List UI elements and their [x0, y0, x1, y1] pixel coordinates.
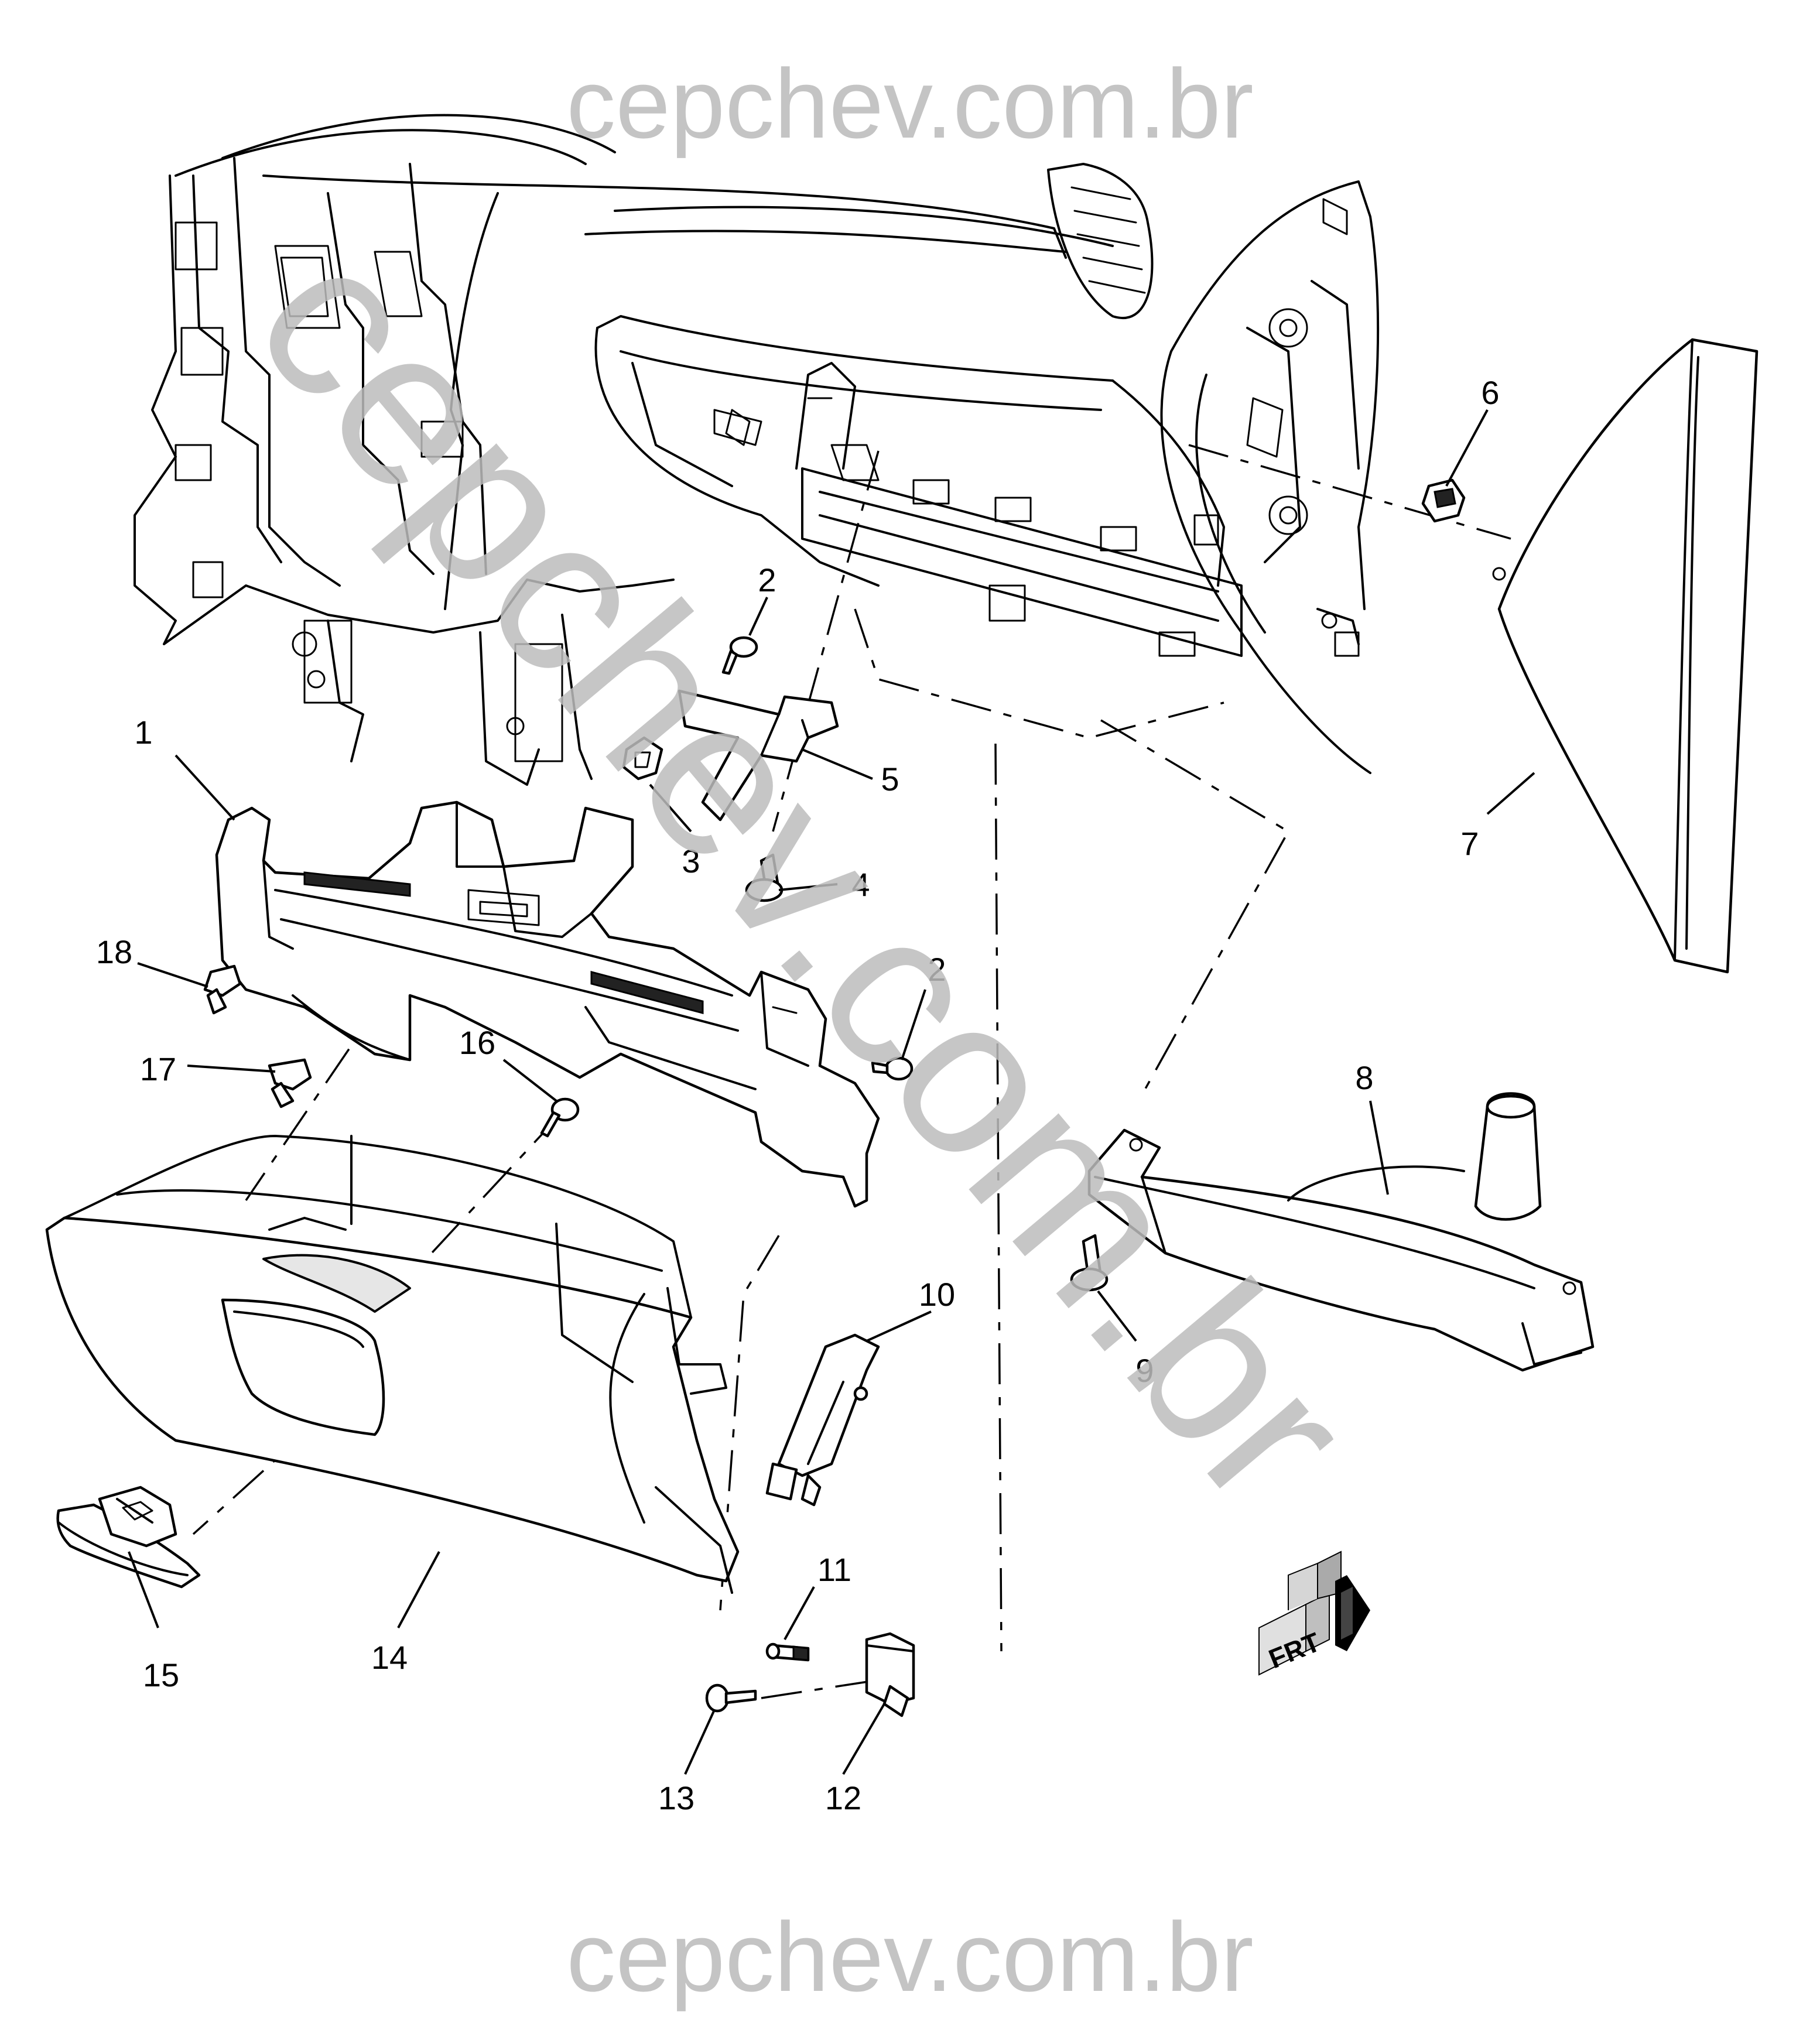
callout-10: 10 — [919, 1276, 955, 1313]
part-5-bracket — [678, 689, 839, 822]
watermark-bottom: cepchev.com.br — [566, 1902, 1253, 2012]
part-8-glove-box-damper — [1087, 1092, 1595, 1372]
callout-leader-lines — [128, 409, 1535, 1775]
orientation-badge: FRT — [1258, 1551, 1370, 1676]
callout-2-upper: 2 — [758, 562, 776, 598]
callout-17: 17 — [140, 1050, 176, 1087]
callout-2-lower: 2 — [928, 951, 946, 988]
part-12-hinge-bracket — [865, 1632, 915, 1717]
callout-4: 4 — [851, 866, 870, 903]
callout-8: 8 — [1355, 1059, 1373, 1096]
callout-14: 14 — [371, 1639, 408, 1676]
part-16-screw — [540, 1097, 580, 1138]
callout-13: 13 — [658, 1779, 695, 1816]
callout-12: 12 — [825, 1779, 861, 1816]
callout-18: 18 — [96, 933, 132, 970]
part-15-latch-handle — [56, 1486, 201, 1589]
part-7-end-trim-cover — [1492, 338, 1759, 974]
part-18-retainer — [203, 964, 242, 1015]
callout-11: 11 — [817, 1551, 851, 1588]
callout-16: 16 — [459, 1024, 495, 1061]
watermark-top: cepchev.com.br — [566, 49, 1253, 159]
front-direction-arrow-icon — [1258, 1551, 1370, 1676]
part-9-bolt — [1070, 1234, 1109, 1292]
callout-9: 9 — [1135, 1352, 1154, 1389]
callout-5: 5 — [881, 761, 899, 798]
part-10-damper-strut — [765, 1333, 880, 1507]
callout-15: 15 — [143, 1657, 179, 1693]
part-1-upper-frame — [215, 800, 880, 1208]
part-6-clip — [1421, 478, 1466, 523]
part-13-screw — [705, 1683, 757, 1713]
callout-1: 1 — [134, 714, 152, 751]
part-3-push-nut — [622, 736, 663, 781]
callout-7: 7 — [1460, 825, 1479, 862]
part-17-clip — [268, 1058, 312, 1108]
callout-numbers: 1 2 3 4 5 6 7 8 9 10 11 12 13 14 15 16 1… — [96, 374, 1500, 1816]
callout-6: 6 — [1481, 374, 1499, 411]
part-14-glove-box-door — [45, 1135, 740, 1594]
part-2-screw-upper — [721, 636, 758, 675]
instrument-panel-carrier — [134, 114, 1380, 786]
part-11-pin — [765, 1642, 810, 1662]
part-2-screw-lower — [871, 1056, 914, 1081]
callout-3: 3 — [682, 843, 700, 879]
